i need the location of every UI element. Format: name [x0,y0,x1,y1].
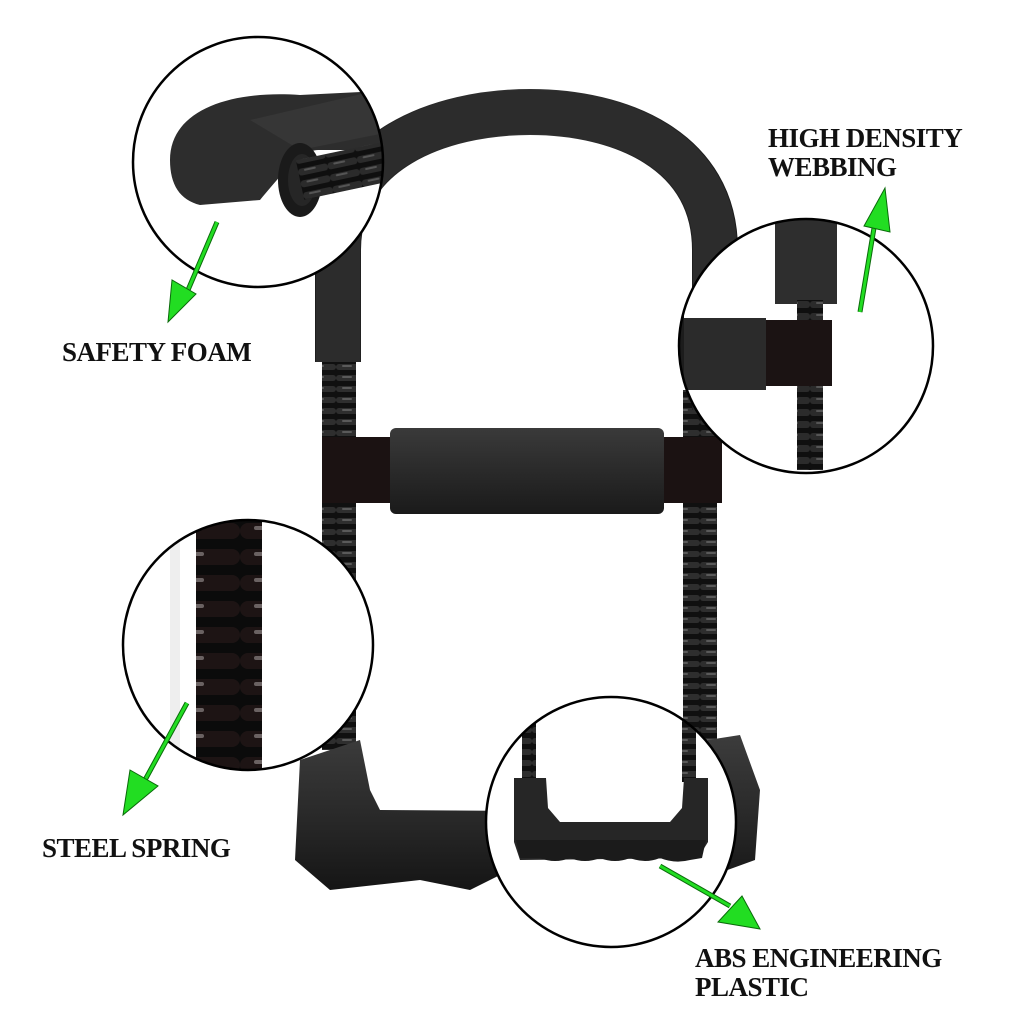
arrow-abs-plastic [658,863,761,930]
callout-line: WEBBING [768,152,897,182]
zoom-circle-safety-foam [131,35,385,289]
callout-line: PLASTIC [695,972,809,1002]
callout-label-steel-spring: STEEL SPRING [42,833,231,863]
zoom-circle-steel-spring [121,518,375,772]
callout-line: HIGH DENSITY [768,123,963,153]
arrow-steel-spring [122,701,190,817]
arrow-safety-foam [167,221,220,324]
callout-label-safety-foam: SAFETY FOAM [62,337,252,367]
zoom-circle-webbing [677,217,935,475]
foam-bar [390,428,664,514]
callout-line: SAFETY FOAM [62,337,252,367]
callout-label-webbing: HIGH DENSITY WEBBING [768,123,963,182]
callout-line: STEEL SPRING [42,833,231,863]
zoom-circle-abs-plastic [484,695,738,949]
callout-label-abs-plastic: ABS ENGINEERING PLASTIC [695,944,942,1002]
arrow-webbing [857,186,891,313]
callout-line: ABS ENGINEERING [695,943,942,973]
